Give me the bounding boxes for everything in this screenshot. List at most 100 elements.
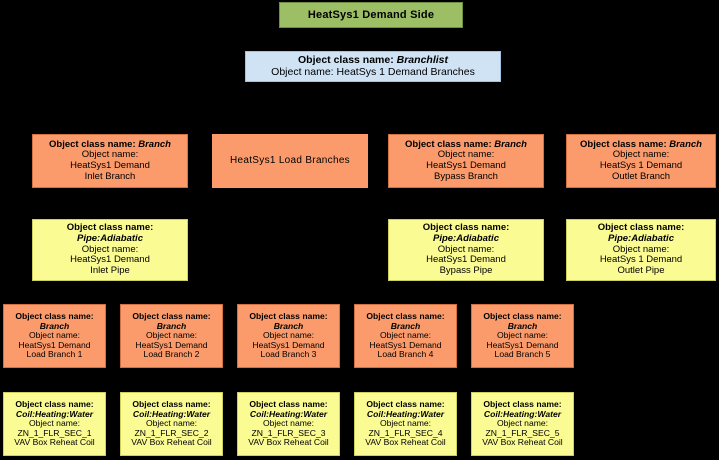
coil-2-class-value: Coil:Heating:Water	[132, 408, 211, 419]
pipe-bypass-class-label: Object class name:	[422, 222, 510, 234]
diagram-title: HeatSys1 Demand Side	[307, 8, 435, 21]
node-pipe-bypass[interactable]: Object class name: Pipe:Adiabatic Object…	[388, 219, 544, 281]
branch-outlet-class-label: Object class name:	[580, 138, 670, 150]
load-branch-4-name-line2: Load Branch 4	[377, 349, 434, 360]
load-branch-5-class-label: Object class name:	[483, 310, 562, 321]
coil-3-class-value: Coil:Heating:Water	[249, 408, 328, 419]
load-branch-4-class-label: Object class name:	[366, 310, 445, 321]
load-branch-4-class-value: Branch	[390, 320, 421, 331]
pipe-inlet-name-line1: HeatSys1 Demand	[70, 254, 150, 266]
branchlist-class-line: Object class name: Branchlist	[298, 53, 448, 67]
branch-inlet-class-label: Object class name:	[49, 138, 139, 150]
node-branchlist[interactable]: Object class name: Branchlist Object nam…	[245, 51, 501, 82]
node-branch-outlet[interactable]: Object class name: Branch Object name: H…	[566, 134, 716, 188]
coil-4-name-label: Object name:	[379, 418, 432, 429]
load-branch-3-name-line2: Load Branch 3	[260, 349, 317, 360]
load-branch-2-name-label: Object name:	[145, 330, 198, 341]
load-branch-1-class-label: Object class name:	[15, 310, 94, 321]
load-branch-3-class-value: Branch	[273, 320, 304, 331]
branchlist-name-line: Object name: HeatSys 1 Demand Branches	[271, 65, 475, 78]
coil-5-name-label: Object name:	[496, 418, 549, 429]
coil-3-name-line1: ZN_1_FLR_SEC_3	[251, 427, 326, 438]
node-pipe-outlet[interactable]: Object class name: Pipe:Adiabatic Object…	[566, 219, 716, 281]
coil-4-class-label: Object class name:	[366, 398, 445, 409]
node-load-branch-2[interactable]: Object class name: Branch Object name: H…	[120, 304, 223, 368]
load-branch-4-name-label: Object name:	[379, 330, 432, 341]
pipe-outlet-class-label: Object class name:	[597, 222, 685, 234]
coil-2-name-line2: VAV Box Reheat Coil	[131, 437, 212, 448]
coil-4-name-line2: VAV Box Reheat Coil	[365, 437, 446, 448]
coil-5-name-line1: ZN_1_FLR_SEC_5	[485, 427, 560, 438]
coil-3-class-label: Object class name:	[249, 398, 328, 409]
load-branch-5-name-line1: HeatSys1 Demand	[486, 339, 559, 350]
pipe-inlet-name-line2: Inlet Pipe	[90, 264, 130, 276]
node-load-branches-group[interactable]: HeatSys1 Load Branches	[212, 134, 368, 188]
node-coil-5[interactable]: Object class name: Coil:Heating:Water Ob…	[471, 392, 574, 456]
pipe-outlet-name-label: Object name:	[612, 243, 670, 255]
load-branch-1-name-line2: Load Branch 1	[26, 349, 83, 360]
load-branch-4-name-line1: HeatSys1 Demand	[369, 339, 442, 350]
coil-5-name-line2: VAV Box Reheat Coil	[482, 437, 563, 448]
branch-inlet-name-line2: Inlet Branch	[84, 170, 136, 182]
load-branch-1-class-value: Branch	[39, 320, 70, 331]
branch-inlet-class-value: Branch	[138, 138, 171, 150]
coil-1-name-line2: VAV Box Reheat Coil	[14, 437, 95, 448]
load-branch-2-name-line1: HeatSys1 Demand	[135, 339, 208, 350]
branch-outlet-name-line1: HeatSys 1 Demand	[599, 160, 683, 171]
coil-3-name-label: Object name:	[262, 418, 315, 429]
coil-2-name-line1: ZN_1_FLR_SEC_2	[134, 427, 209, 438]
branch-bypass-class-line: Object class name: Branch	[405, 138, 527, 151]
node-load-branch-3[interactable]: Object class name: Branch Object name: H…	[237, 304, 340, 368]
node-load-branch-1[interactable]: Object class name: Branch Object name: H…	[3, 304, 106, 368]
coil-1-name-label: Object name:	[28, 418, 81, 429]
branch-inlet-class-line: Object class name: Branch	[49, 138, 171, 151]
coil-4-name-line1: ZN_1_FLR_SEC_4	[368, 427, 443, 438]
load-branch-1-name-line1: HeatSys1 Demand	[18, 339, 91, 350]
load-branch-3-name-line1: HeatSys1 Demand	[252, 339, 325, 350]
coil-1-class-label: Object class name:	[15, 398, 94, 409]
load-branch-3-class-label: Object class name:	[249, 310, 328, 321]
coil-4-class-value: Coil:Heating:Water	[366, 408, 445, 419]
node-load-branch-4[interactable]: Object class name: Branch Object name: H…	[354, 304, 457, 368]
branchlist-class-value: Branchlist	[396, 53, 448, 66]
branch-outlet-class-line: Object class name: Branch	[580, 138, 702, 151]
pipe-bypass-class-value: Pipe:Adiabatic	[433, 233, 499, 245]
load-branch-5-name-label: Object name:	[496, 330, 549, 341]
branch-bypass-class-value: Branch	[494, 138, 527, 150]
branch-outlet-name-line2: Outlet Branch	[611, 170, 671, 182]
node-coil-3[interactable]: Object class name: Coil:Heating:Water Ob…	[237, 392, 340, 456]
node-coil-2[interactable]: Object class name: Coil:Heating:Water Ob…	[120, 392, 223, 456]
load-branch-2-class-value: Branch	[156, 320, 187, 331]
pipe-outlet-class-value: Pipe:Adiabatic	[608, 233, 674, 245]
load-branch-5-class-value: Branch	[507, 320, 538, 331]
pipe-inlet-class-label: Object class name:	[66, 222, 154, 234]
load-branches-group-label: HeatSys1 Load Branches	[229, 155, 350, 167]
node-load-branch-5[interactable]: Object class name: Branch Object name: H…	[471, 304, 574, 368]
load-branch-2-class-label: Object class name:	[132, 310, 211, 321]
pipe-outlet-name-line2: Outlet Pipe	[617, 264, 665, 276]
branch-bypass-class-label: Object class name:	[405, 138, 495, 150]
pipe-inlet-name-label: Object name:	[81, 243, 139, 255]
node-pipe-inlet[interactable]: Object class name: Pipe:Adiabatic Object…	[32, 219, 188, 281]
coil-3-name-line2: VAV Box Reheat Coil	[248, 437, 329, 448]
diagram-title-banner: HeatSys1 Demand Side	[279, 2, 463, 28]
node-coil-4[interactable]: Object class name: Coil:Heating:Water Ob…	[354, 392, 457, 456]
coil-1-name-line1: ZN_1_FLR_SEC_1	[17, 427, 92, 438]
node-branch-inlet[interactable]: Object class name: Branch Object name: H…	[32, 134, 188, 188]
pipe-bypass-name-label: Object name:	[437, 243, 495, 255]
load-branch-1-name-label: Object name:	[28, 330, 81, 341]
load-branch-2-name-line2: Load Branch 2	[143, 349, 200, 360]
coil-2-class-label: Object class name:	[132, 398, 211, 409]
coil-2-name-label: Object name:	[145, 418, 198, 429]
node-coil-1[interactable]: Object class name: Coil:Heating:Water Ob…	[3, 392, 106, 456]
branch-outlet-name-label: Object name:	[612, 149, 670, 161]
branch-bypass-name-line1: HeatSys1 Demand	[426, 160, 506, 171]
coil-5-class-value: Coil:Heating:Water	[483, 408, 562, 419]
branch-bypass-name-line2: Bypass Branch	[434, 170, 498, 182]
pipe-bypass-name-line1: HeatSys1 Demand	[426, 254, 506, 266]
pipe-outlet-name-line1: HeatSys 1 Demand	[599, 254, 683, 266]
pipe-inlet-class-value: Pipe:Adiabatic	[77, 233, 143, 245]
branch-bypass-name-label: Object name:	[437, 149, 495, 161]
node-branch-bypass[interactable]: Object class name: Branch Object name: H…	[388, 134, 544, 188]
